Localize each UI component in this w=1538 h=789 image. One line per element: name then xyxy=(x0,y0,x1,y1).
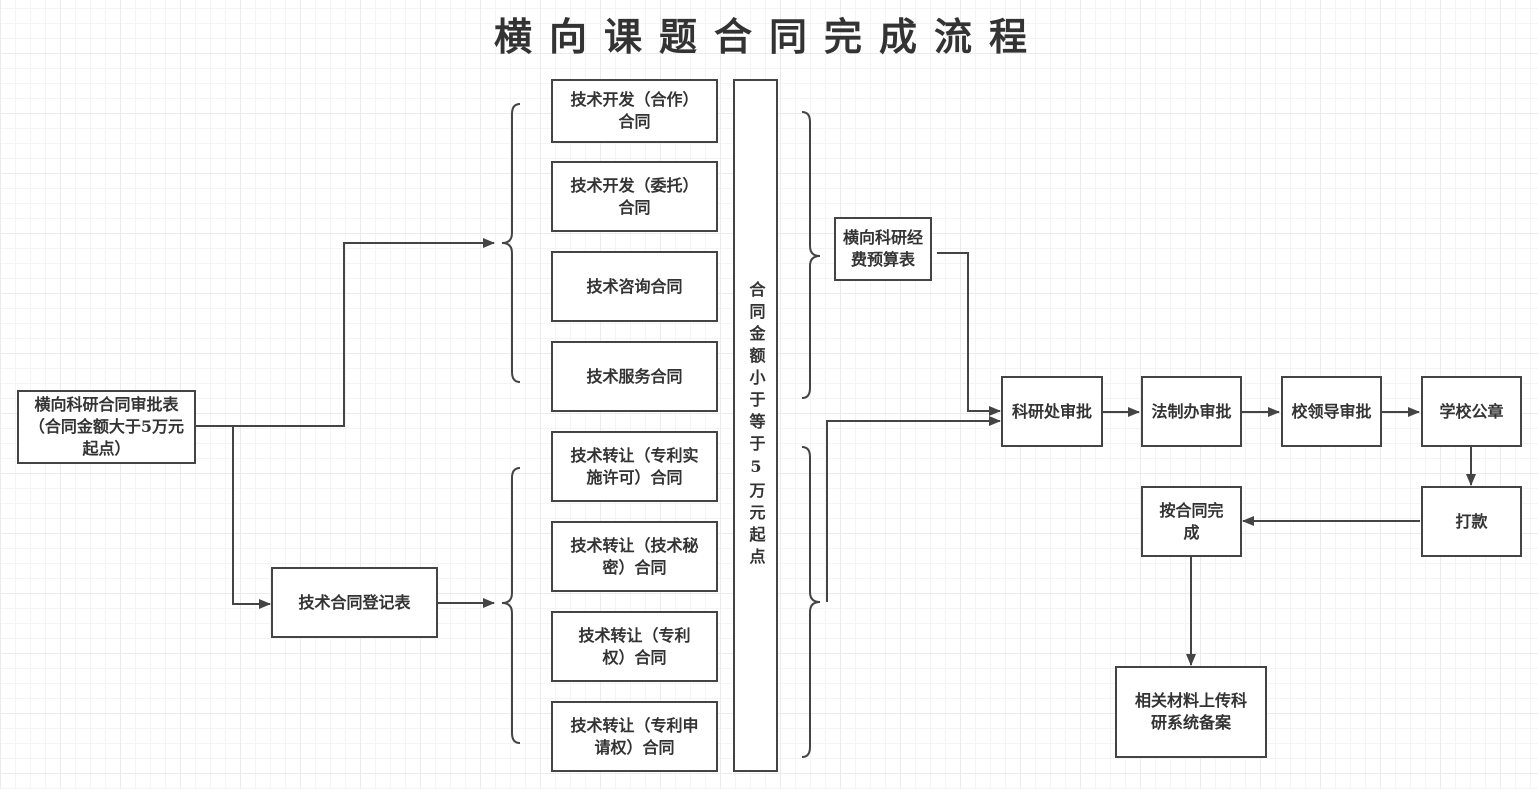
node-budget-form[interactable]: 横向科研经费预算表 xyxy=(834,217,932,281)
node-transfer-application[interactable]: 技术转让（专利申请权）合同 xyxy=(551,701,718,772)
node-dev-cooperation[interactable]: 技术开发（合作）合同 xyxy=(551,79,718,143)
node-leader-approval[interactable]: 校领导审批 xyxy=(1281,376,1382,447)
node-research-office-approval[interactable]: 科研处审批 xyxy=(1001,376,1103,447)
brace-upper-left xyxy=(501,103,521,383)
brace-lower-right xyxy=(801,446,821,758)
edge-budget-to-research xyxy=(937,252,1001,416)
node-contract-completion[interactable]: 按合同完成 xyxy=(1141,486,1242,557)
node-contract-registration[interactable]: 技术合同登记表 xyxy=(271,567,438,638)
brace-lower-left xyxy=(501,467,521,744)
node-payment[interactable]: 打款 xyxy=(1421,486,1522,557)
node-service[interactable]: 技术服务合同 xyxy=(551,341,718,412)
node-consulting[interactable]: 技术咨询合同 xyxy=(551,251,718,322)
edge-start-to-upper-group xyxy=(196,238,495,427)
edge-lower-group-to-research xyxy=(826,416,1001,602)
node-transfer-secret[interactable]: 技术转让（技术秘密）合同 xyxy=(551,521,718,592)
node-approval-form[interactable]: 横向科研合同审批表（合同金额大于5万元起点） xyxy=(17,390,196,464)
node-dev-entrusted[interactable]: 技术开发（委托）合同 xyxy=(551,161,718,232)
edge-start-to-register xyxy=(196,425,271,609)
diagram-title: 横向课题合同完成流程 xyxy=(493,14,1044,59)
node-transfer-license[interactable]: 技术转让（专利实施许可）合同 xyxy=(551,431,718,502)
node-small-amount[interactable]: 合同金额小于等于5万元起点 xyxy=(733,79,778,772)
node-archive-upload[interactable]: 相关材料上传科研系统备案 xyxy=(1115,666,1267,758)
small-amount-label: 合同金额小于等于5万元起点 xyxy=(746,281,766,570)
node-legal-office-approval[interactable]: 法制办审批 xyxy=(1141,376,1242,447)
node-school-seal[interactable]: 学校公章 xyxy=(1421,376,1522,447)
brace-upper-right xyxy=(801,111,821,399)
node-transfer-patent[interactable]: 技术转让（专利权）合同 xyxy=(551,611,718,682)
